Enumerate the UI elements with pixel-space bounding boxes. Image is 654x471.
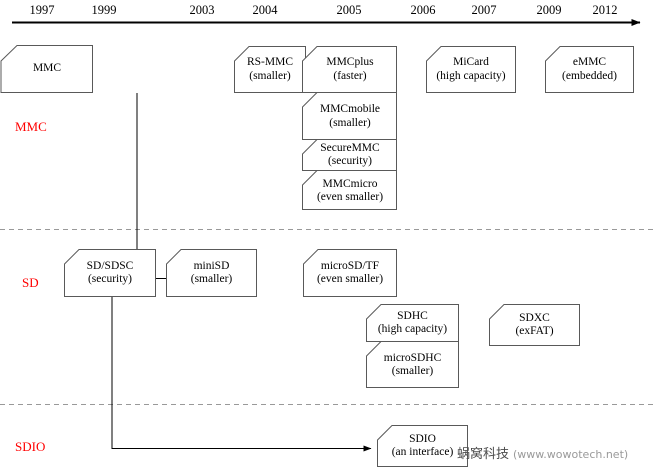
- axis-year-2006: 2006: [410, 3, 436, 17]
- axis-year-2012: 2012: [592, 3, 618, 17]
- lane-label-sdio: SDIO: [15, 439, 46, 454]
- watermark-cn-text: 蜗窝科技: [457, 447, 510, 462]
- card-shape-microsd-tf: [303, 249, 397, 297]
- card-shape-sd-sdsc: [64, 249, 156, 297]
- card-shapes: [0, 45, 634, 467]
- lane-label-mmc: MMC: [15, 119, 47, 134]
- watermark-url-text: (www.wowotech.net): [513, 448, 629, 461]
- axis-year-2004: 2004: [252, 3, 278, 17]
- card-shape-micard: [426, 46, 516, 93]
- card-shape-emmc: [545, 46, 634, 93]
- card-shape-securemmc: [302, 139, 397, 171]
- axis-year-2009: 2009: [536, 3, 562, 17]
- card-shape-mmcmicro: [302, 170, 397, 210]
- lane-label-sd: SD: [22, 275, 39, 290]
- card-shape-minisd: [166, 249, 257, 297]
- card-shape-sdxc: [489, 304, 580, 346]
- axis-year-2005: 2005: [336, 3, 362, 17]
- connector-sd-to-sdio: [111, 296, 372, 452]
- card-shape-rs-mmc: [234, 46, 306, 93]
- card-shape-mmcplus: [302, 46, 397, 93]
- axis-year-1999: 1999: [91, 3, 117, 17]
- axis-year-2007: 2007: [471, 3, 497, 17]
- lane-separators: [0, 229, 654, 405]
- axis-year-2003: 2003: [189, 3, 215, 17]
- card-shape-mmc: [0, 45, 93, 93]
- card-shape-sdhc: [366, 304, 459, 342]
- card-shape-mmcmobile: [302, 92, 397, 140]
- card-shape-sdio: [377, 425, 468, 467]
- card-shape-microsdhc: [366, 341, 459, 388]
- watermark: 蜗窝科技 (www.wowotech.net): [457, 446, 628, 463]
- axis-year-1997: 1997: [29, 3, 55, 17]
